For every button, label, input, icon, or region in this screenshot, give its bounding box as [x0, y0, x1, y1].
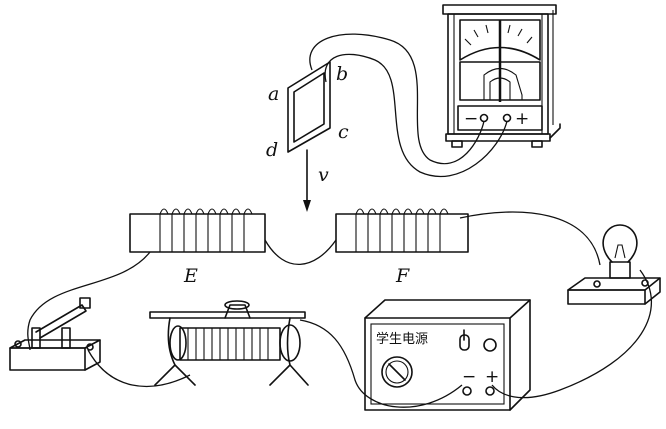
voltage-knob[interactable] [381, 356, 413, 388]
coil-e [129, 208, 266, 253]
galvanometer: − + [442, 4, 561, 148]
label-a: a [268, 83, 279, 105]
galvanometer-minus-label: − [464, 109, 478, 129]
coil-loop-abcd [287, 61, 331, 153]
power-toggle-switch[interactable] [459, 329, 470, 351]
power-terminal-plus[interactable] [485, 386, 495, 396]
label-e: E [183, 265, 198, 287]
student-power-supply: 学生电源 − + [364, 299, 531, 411]
power-plus-label: + [485, 367, 499, 387]
power-minus-label: − [462, 367, 476, 387]
galvanometer-terminal-plus[interactable] [502, 113, 512, 123]
galvanometer-terminal-minus[interactable] [479, 113, 489, 123]
meter-scale [464, 24, 533, 46]
label-c: c [338, 121, 349, 143]
label-v: v [318, 164, 329, 186]
indicator-light [483, 338, 497, 352]
label-f: F [395, 265, 410, 287]
light-bulb [567, 224, 661, 305]
galvanometer-plus-label: + [515, 109, 529, 129]
coil-f [335, 208, 469, 253]
label-b: b [336, 63, 348, 85]
rheostat[interactable] [149, 300, 309, 386]
power-terminal-minus[interactable] [462, 386, 472, 396]
velocity-arrow [303, 149, 311, 212]
knife-switch[interactable] [9, 297, 101, 371]
label-d: d [266, 139, 278, 161]
power-supply-title: 学生电源 [376, 331, 428, 347]
